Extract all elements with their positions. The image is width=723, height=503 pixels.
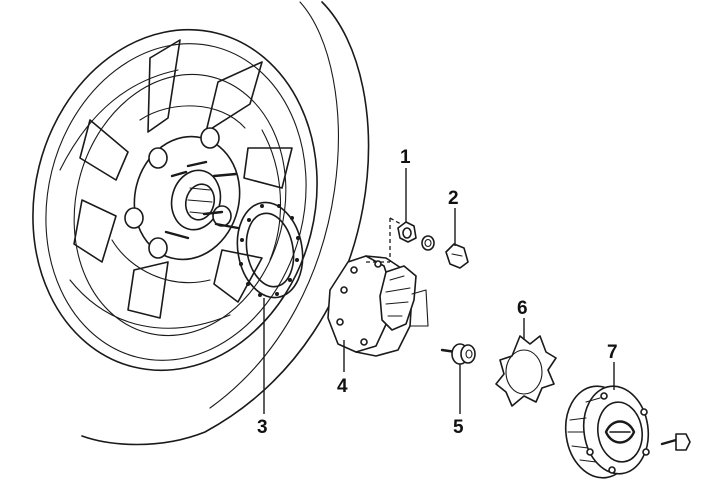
- selector-knob: [604, 420, 636, 444]
- callout-6: 6: [517, 298, 528, 319]
- gasket-bolt-holes: [239, 204, 300, 297]
- gasket: [236, 201, 304, 299]
- rim-outer-edge: [32, 28, 318, 372]
- wheel-assembly: [32, 1, 370, 446]
- callout-4: 4: [337, 376, 348, 397]
- callout-1: 1: [400, 147, 411, 168]
- callout-7: 7: [607, 342, 618, 363]
- nut: [397, 221, 417, 243]
- rim-well: [73, 73, 287, 337]
- callout-3: 3: [257, 417, 268, 438]
- bolt-with-washer: [440, 343, 476, 365]
- hub-body: [327, 255, 429, 357]
- bore-splines: [385, 275, 411, 317]
- hub-spline-bore: [379, 265, 417, 331]
- washer: [421, 235, 435, 251]
- axle-spline: [184, 183, 216, 221]
- callout-5: 5: [453, 417, 464, 438]
- hub-studs: [164, 160, 240, 240]
- cover-bolt-heads: [586, 392, 650, 474]
- star-gasket: [495, 335, 557, 407]
- cover-bolt: [660, 433, 691, 451]
- wheel-spokes: [59, 39, 293, 329]
- hub-outer-ring: [409, 289, 429, 327]
- locking-hub-cover: [564, 385, 650, 479]
- wheel-lug-nuts: [124, 127, 232, 259]
- leader-lines: [263, 168, 615, 414]
- tire-outer-edge: [81, 1, 370, 446]
- callout-numbers: 1 2 3 4 5 6 7: [257, 147, 618, 438]
- callout-2: 2: [448, 188, 459, 209]
- cap-nut: [445, 243, 469, 269]
- rim-inner-edge: [45, 43, 307, 361]
